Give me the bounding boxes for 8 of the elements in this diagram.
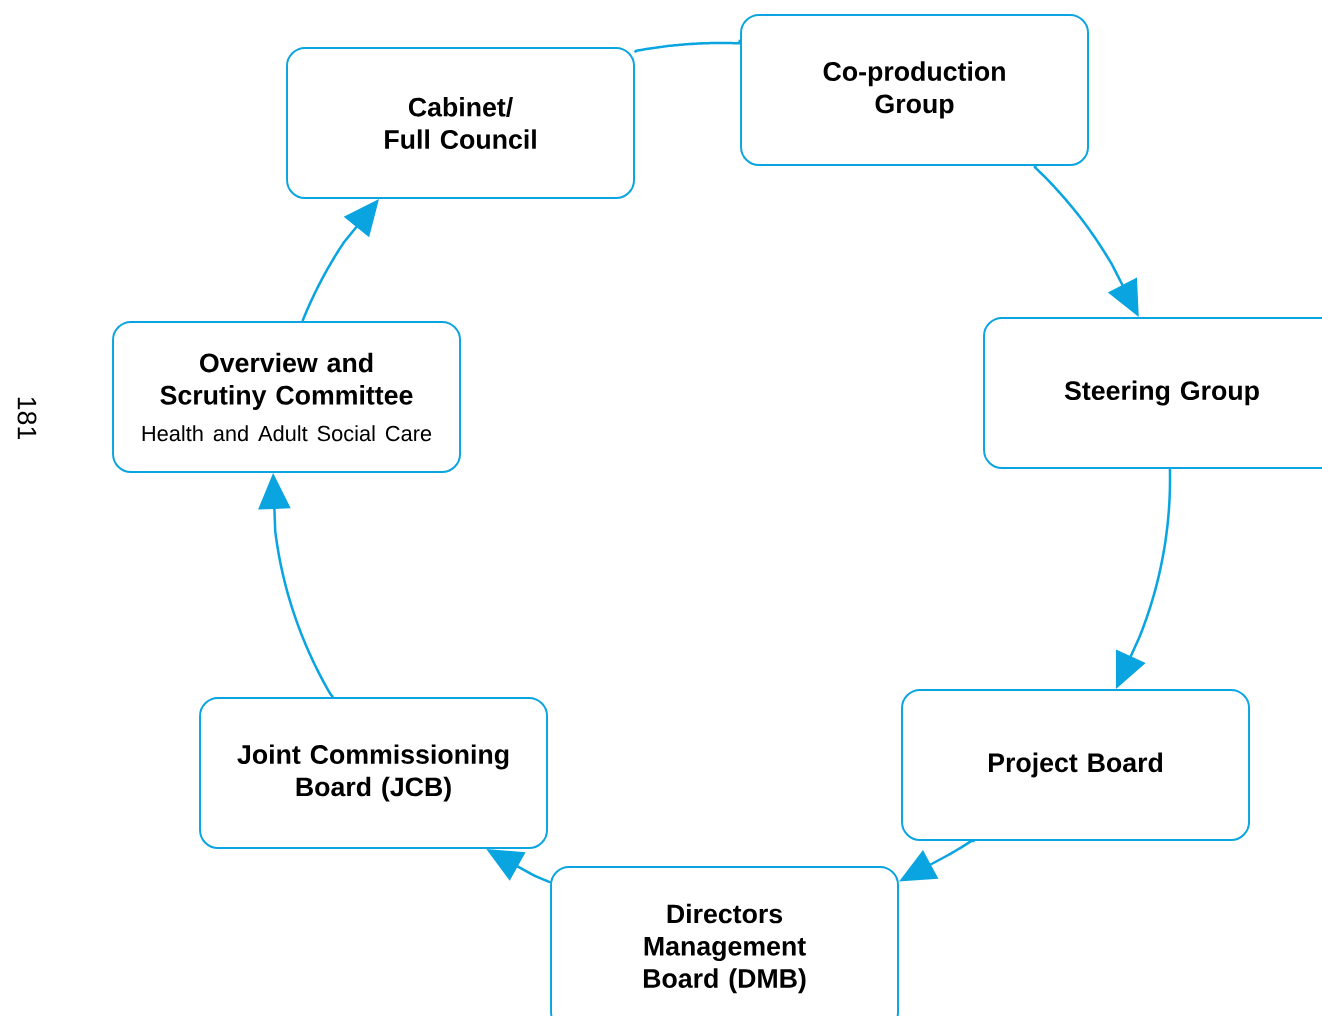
process-box: Steering Group: [983, 317, 1322, 469]
process-box: Joint Commissioning Board (JCB): [199, 697, 548, 849]
process-box: Co-production Group: [740, 14, 1089, 166]
process-box: Cabinet/ Full Council: [286, 47, 635, 199]
process-box: Overview and Scrutiny Committee Health and Adult Social Care: [112, 321, 461, 473]
page-number: 181: [17, 397, 37, 439]
process-box: Project Board: [901, 689, 1251, 841]
process-box: Directors Management Board (DMB): [550, 866, 899, 1016]
